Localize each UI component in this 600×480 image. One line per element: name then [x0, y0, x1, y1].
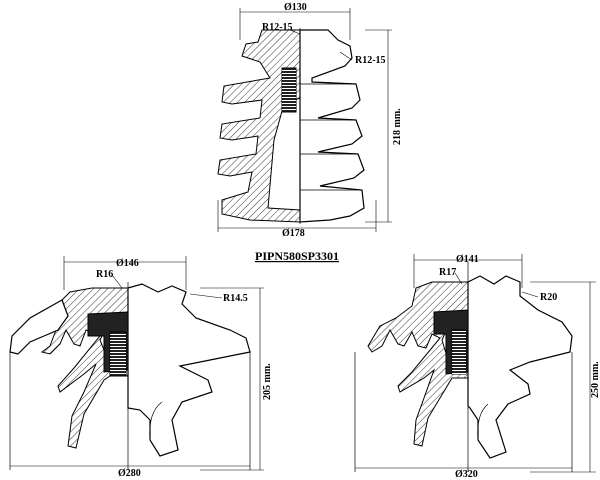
bl-radius-left-label: R16 — [96, 269, 113, 280]
bl-height-label: 205 mm. — [262, 363, 273, 400]
part-number-title: PIPN580SP3301 — [255, 249, 339, 263]
bl-radius-right-label: R14.5 — [223, 293, 248, 304]
bl-bottom-diameter-label: Ø280 — [118, 468, 141, 479]
top-radius-left-label: R12-15 — [262, 22, 293, 33]
bl-insulator-outline — [127, 283, 251, 457]
top-height-label: 218 mm. — [392, 108, 403, 145]
br-bottom-diameter-label: Ø320 — [455, 469, 478, 480]
top-diameter-label: Ø130 — [284, 2, 307, 13]
br-height-label: 250 mm. — [590, 361, 600, 398]
br-insulator-outline — [467, 275, 573, 459]
top-insulator: Ø130 R12-15 R12-15 218 mm. Ø178 — [217, 2, 403, 239]
top-insulator-section — [217, 29, 301, 223]
br-radius-left-label: R17 — [439, 267, 456, 278]
top-bottom-diameter-label: Ø178 — [282, 228, 305, 239]
top-radius-right-label: R12-15 — [355, 55, 386, 66]
bottom-left-insulator: Ø146 R16 R14.5 205 mm. Ø280 — [9, 256, 273, 479]
br-top-diameter-label: Ø141 — [456, 254, 479, 265]
bl-top-diameter-label: Ø146 — [116, 258, 139, 269]
br-radius-right-label: R20 — [540, 292, 557, 303]
bottom-right-insulator: Ø141 R17 R20 250 mm. Ø320 — [354, 254, 600, 480]
